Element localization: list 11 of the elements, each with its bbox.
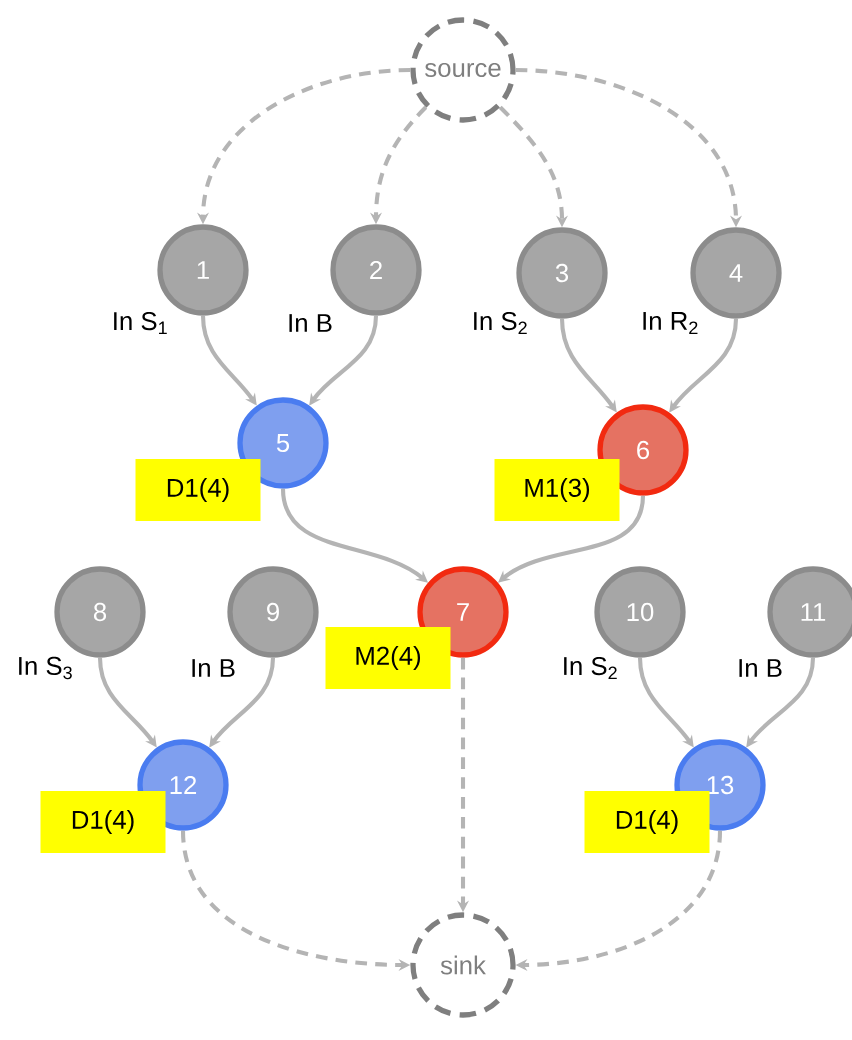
input-label: In B [289, 314, 332, 332]
highlighted-label: M2(4) [325, 627, 451, 689]
highlighted-label: M1(3) [494, 459, 620, 521]
highlighted-label: D1(4) [40, 791, 166, 853]
arrow [498, 495, 646, 583]
input-label: In B [739, 659, 782, 677]
input-label: In S$_{2}$ [564, 656, 617, 680]
input-label: In B [192, 659, 235, 677]
input-label: In S$_{3}$ [19, 656, 72, 680]
highlighted-label: D1(4) [584, 791, 710, 853]
highlighted-label: D1(4) [135, 459, 261, 521]
